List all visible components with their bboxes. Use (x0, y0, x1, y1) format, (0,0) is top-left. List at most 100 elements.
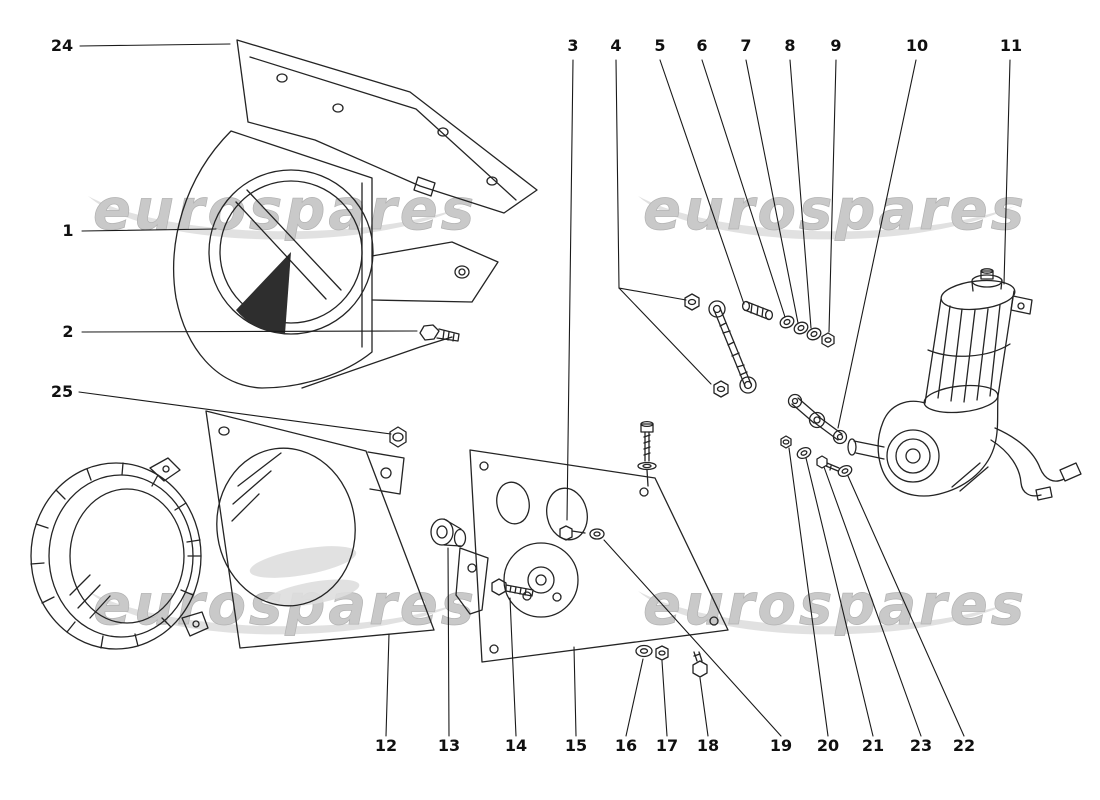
leader-line-25 (78, 391, 392, 435)
watermark-bottom-right: eurospares (638, 573, 1024, 638)
leader-line-5 (659, 59, 745, 305)
gear-boss (886, 429, 940, 483)
cover-plate-hole (332, 103, 344, 113)
callout-2: 2 (62, 322, 73, 341)
callout-17: 17 (656, 736, 678, 755)
washer-8 (806, 327, 822, 341)
leader-line-2 (81, 330, 418, 333)
callout-16: 16 (615, 736, 637, 755)
callout-23: 23 (910, 736, 932, 755)
leader-line-20 (788, 447, 829, 737)
lamp-top-tab (149, 457, 181, 482)
lamp-side-tab (181, 611, 209, 637)
pivot-bolt (491, 578, 534, 597)
mounting-screw (419, 324, 460, 342)
leader-line-10 (837, 59, 917, 429)
cover-plate-outline (236, 39, 538, 214)
callout-12: 12 (375, 736, 397, 755)
callout-1: 1 (62, 221, 73, 240)
housing-shadow (236, 252, 291, 334)
watermark-swoosh (266, 579, 360, 607)
housing-side-tab (371, 241, 499, 303)
washer-7 (793, 321, 809, 335)
lock-nut (389, 426, 407, 448)
nut-17 (655, 645, 669, 661)
plate-fasteners (635, 644, 708, 678)
nut-9 (821, 332, 835, 348)
leader-line-3 (566, 59, 574, 521)
nut-20 (780, 435, 792, 449)
plate-washer (589, 528, 605, 540)
motor-wire (990, 439, 1042, 497)
watermark-top-left: eurospares (88, 178, 477, 243)
housing-opening-outer (208, 169, 374, 335)
parts-drawing (30, 39, 1082, 678)
callout-5: 5 (654, 36, 665, 55)
wire-connector (1035, 486, 1053, 501)
bolt-23 (816, 455, 828, 469)
gear-housing (877, 395, 999, 497)
leader-lines (78, 43, 1011, 737)
leader-line-24 (79, 43, 231, 47)
cover-plate-hole (486, 176, 498, 186)
watermark-text: eurospares (643, 178, 1027, 243)
callout-4: 4 (610, 36, 621, 55)
lever-fasteners (780, 435, 853, 478)
callout-13: 13 (438, 736, 460, 755)
callout-10: 10 (906, 36, 928, 55)
housing-outline (173, 130, 373, 389)
headlamp-unit (30, 457, 209, 650)
leader-line-12 (385, 633, 390, 737)
watermark-swoosh (249, 546, 357, 578)
leader-line-15 (573, 646, 577, 737)
leader-line-6 (701, 59, 786, 318)
watermark-top-right: eurospares (638, 178, 1027, 243)
leader-line-7 (745, 59, 799, 324)
callout-6: 6 (696, 36, 707, 55)
washer-6 (779, 315, 795, 329)
leader-line-9 (828, 59, 837, 333)
locknut-upper (684, 293, 700, 311)
motor-top (940, 279, 1016, 311)
leader-line-13 (447, 547, 450, 737)
washer-22 (837, 464, 853, 478)
housing-opening-inner (219, 180, 363, 324)
leader-line-8 (789, 59, 812, 329)
bellcrank-lever (787, 393, 848, 445)
callout-21: 21 (862, 736, 884, 755)
support-plate (205, 410, 435, 649)
locknut-lower (713, 380, 729, 398)
pivot-disc (503, 542, 579, 618)
watermark-swoosh (88, 196, 465, 240)
leader-line-19 (603, 539, 782, 737)
watermark-swoosh (638, 196, 1015, 240)
leader-line-23 (823, 466, 922, 737)
leader-line-22 (847, 475, 965, 737)
callout-25: 25 (51, 382, 73, 401)
pivot-plate-outline (469, 449, 729, 663)
cover-plate-hole (437, 127, 449, 137)
headlight-housing (173, 130, 499, 389)
threaded-rod (713, 307, 752, 387)
watermark-swoosh (88, 591, 465, 635)
watermark-text: eurospares (93, 178, 477, 243)
stud-5 (741, 300, 774, 321)
bolt-18 (692, 660, 708, 678)
leader-line-1 (81, 228, 217, 232)
cover-plate (236, 39, 538, 214)
callouts: 24 1 2 25 3 4 5 6 7 8 9 10 11 12 13 14 1… (51, 36, 1022, 755)
callout-18: 18 (697, 736, 719, 755)
motor-assembly (847, 268, 1082, 501)
lamp-lens (69, 488, 185, 624)
leader-line-17 (661, 660, 668, 737)
bushing (430, 518, 467, 548)
washer-16 (635, 644, 653, 658)
callout-24: 24 (51, 36, 73, 55)
callout-9: 9 (830, 36, 841, 55)
callout-3: 3 (567, 36, 578, 55)
leader-line-11 (1003, 59, 1011, 285)
leader-line-16 (625, 658, 644, 737)
watermark-swoosh (638, 591, 1015, 635)
